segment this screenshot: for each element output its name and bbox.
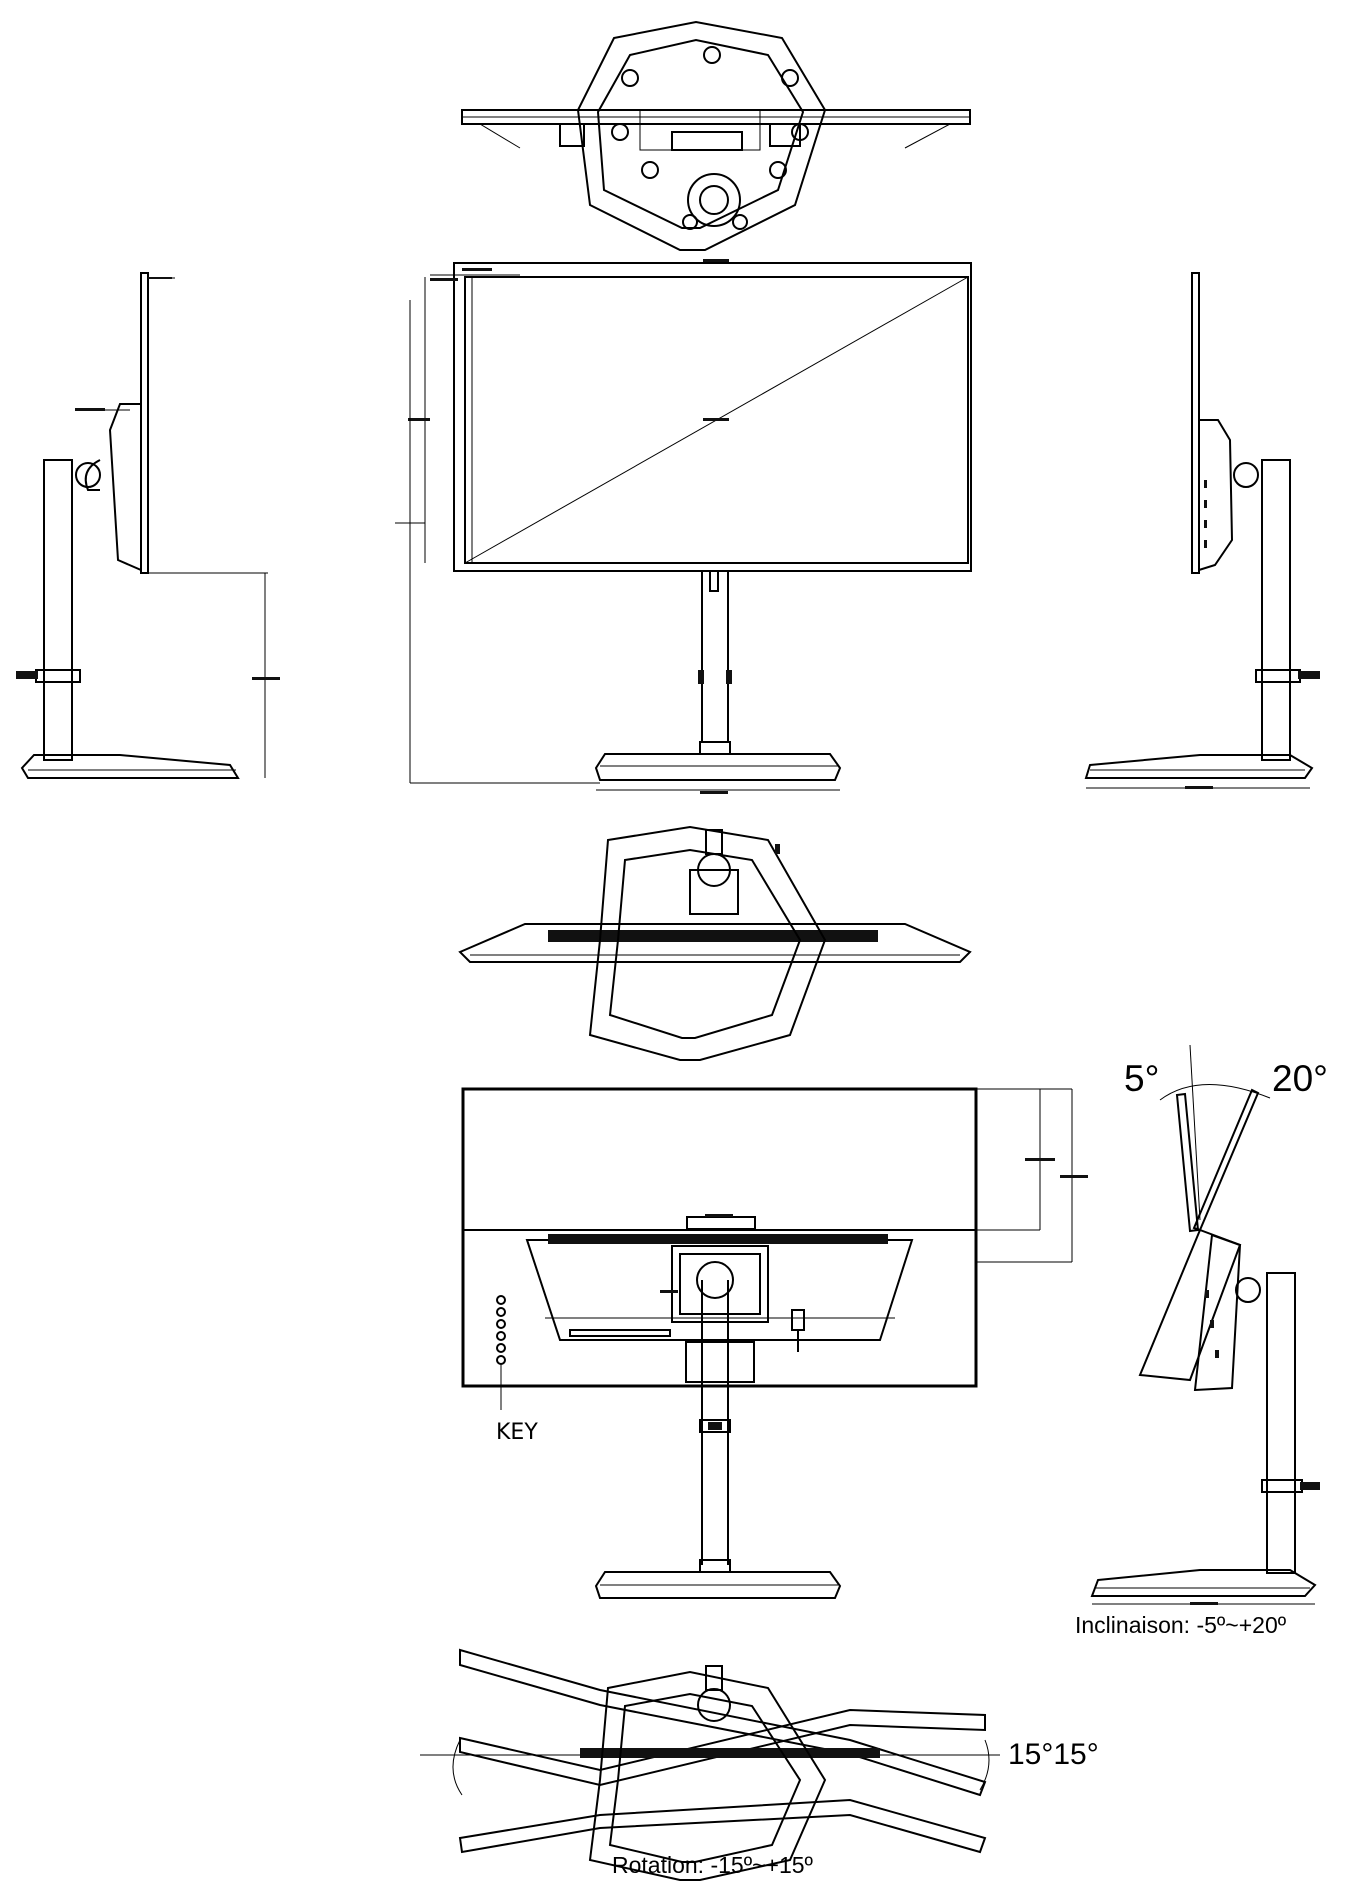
rotation-caption: Rotation: -15º~+15º: [612, 1852, 813, 1878]
top-view: [461, 20, 971, 251]
swivel-angles-label: 15°15°: [1008, 1738, 1099, 1771]
tilt-caption: Inclinaison: -5º~+20º: [1075, 1612, 1287, 1638]
tilt-side-view: [1090, 1044, 1320, 1605]
key-label: KEY: [496, 1420, 538, 1445]
rear-view: [461, 1087, 1088, 1599]
bottom-view: [458, 825, 972, 1061]
right-side-view: [1084, 272, 1320, 789]
swivel-view: [420, 1648, 1000, 1881]
left-side-view: [16, 272, 280, 779]
tilt-forward-angle-label: 20°: [1272, 1058, 1328, 1099]
tilt-back-angle-label: 5°: [1124, 1058, 1160, 1099]
front-view: [395, 259, 972, 794]
